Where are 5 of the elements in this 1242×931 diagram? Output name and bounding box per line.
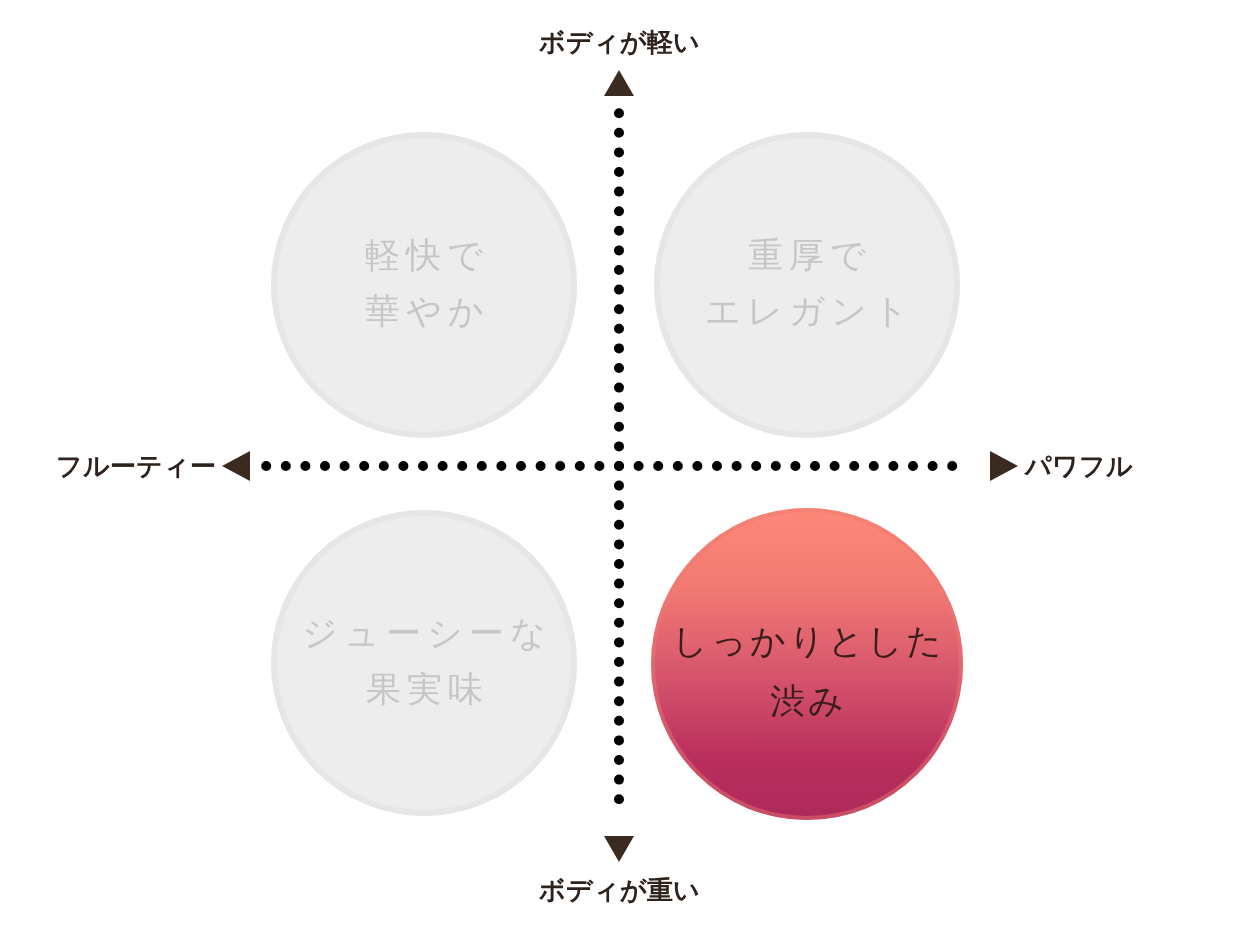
circle-label: しっかりとした渋み xyxy=(671,620,945,723)
axis-label: パワフル xyxy=(1025,450,1133,482)
axis-label: ボディが軽い xyxy=(538,26,700,58)
axis-label: ボディが重い xyxy=(538,874,700,906)
axis-label: フルーティー xyxy=(56,450,216,482)
